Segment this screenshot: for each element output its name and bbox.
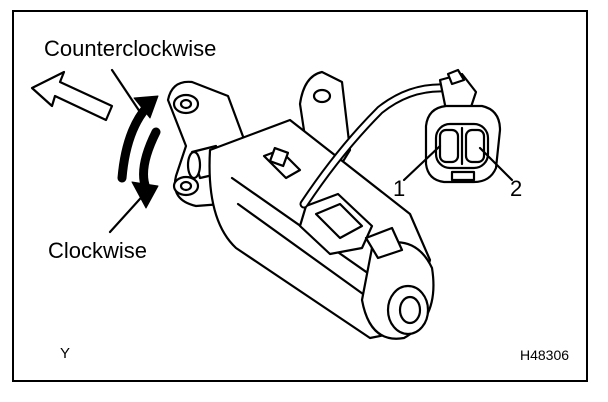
counterclockwise-arrow [117,95,159,183]
terminal-1-leader [402,144,442,182]
terminal-1-label: 1 [393,176,406,201]
connector-face [424,104,502,184]
counterclockwise-label: Counterclockwise [44,36,217,61]
terminal-1-pin [438,128,460,164]
clockwise-arrow [131,127,161,209]
corner-mark-label: Y [60,345,71,362]
direction-hollow-arrow [30,70,114,122]
wire-harness [299,83,451,209]
terminal-2-pin [464,128,486,164]
harness-plug [438,68,478,112]
terminal-2-leader [478,146,514,182]
ccw-leader-line [110,68,142,114]
clockwise-label: Clockwise [48,238,148,263]
figure-id-label: H48306 [520,347,570,363]
actuator-end-cap [360,241,435,340]
body-connector [298,192,404,260]
terminal-2-label: 2 [510,176,523,201]
